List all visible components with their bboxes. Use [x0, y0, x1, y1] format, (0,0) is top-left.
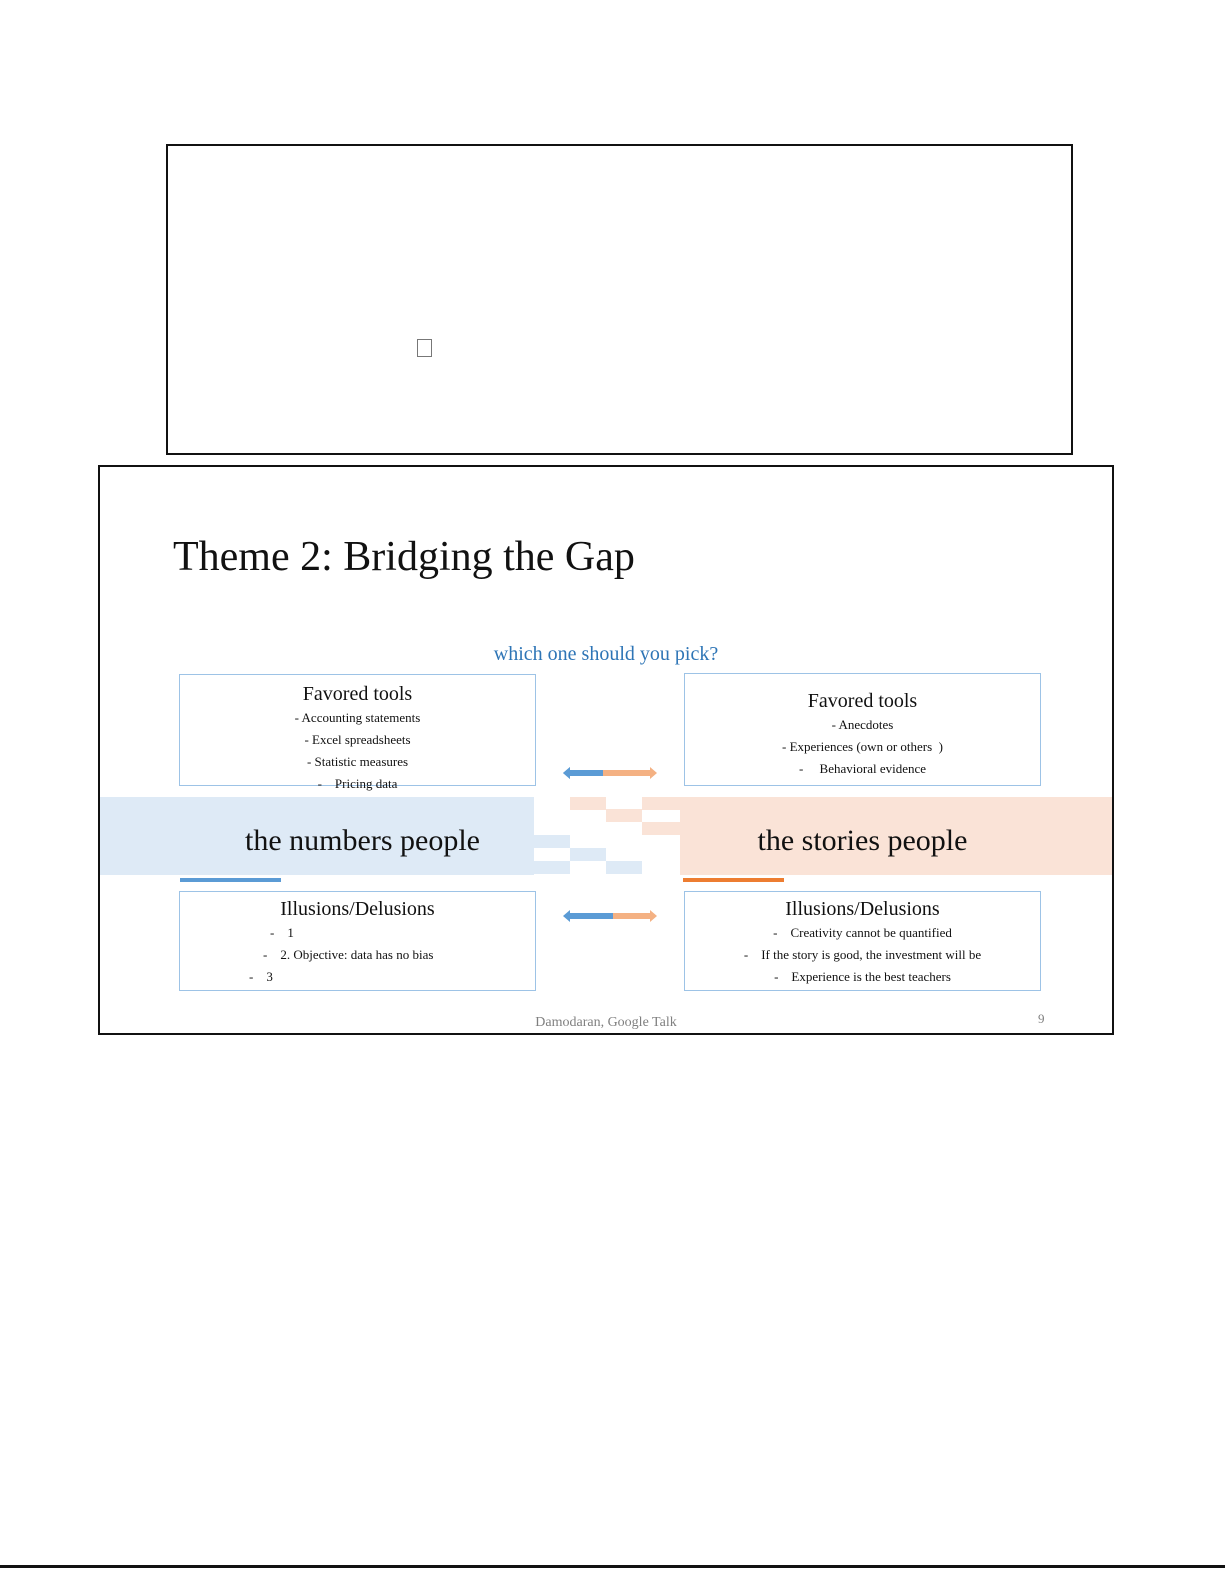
stories-people-label: the stories people [757, 824, 968, 857]
list-item: - Experience is the best teachers [774, 969, 951, 984]
list-item: - Behavioral evidence [798, 761, 927, 776]
illusions-list: - Creativity cannot be quantified - If t… [685, 922, 1040, 988]
list-item: - Anecdotes [831, 717, 894, 732]
slide-footer: Damodaran, Google Talk [535, 1015, 677, 1030]
list-item: - Creativity cannot be quantified [773, 925, 952, 940]
page-number: 9 [1038, 1011, 1045, 1026]
box-title: Favored tools [302, 683, 413, 705]
slide-title: Theme 2: Bridging the Gap [173, 534, 635, 580]
numbers-favored-tools-box: Favored tools - Accounting statements - … [179, 674, 536, 791]
stories-favored-tools-box: Favored tools - Anecdotes - Experiences … [684, 673, 1041, 786]
box-title: Illusions/Delusions [280, 898, 435, 920]
list-item: - 1 [270, 925, 294, 940]
list-item: - Experiences (own or others ) [782, 739, 943, 754]
numbers-people-label: the numbers people [245, 824, 480, 857]
box-title: Favored tools [807, 690, 918, 712]
list-item: - Excel spreadsheets [304, 732, 411, 747]
band-transition [534, 797, 680, 875]
numbers-illusions-box: Illusions/Delusions - 1 - 2. Objective: … [179, 891, 536, 991]
list-item: - Pricing data [317, 776, 398, 791]
top-empty-frame [166, 144, 1073, 455]
missing-glyph-icon [417, 339, 432, 357]
double-arrow-icon [563, 767, 657, 779]
list-item: - 3 [249, 969, 273, 984]
tools-list: - Anecdotes - Experiences (own or others… [685, 714, 1040, 780]
list-item: - If the story is good, the investment w… [743, 947, 982, 962]
tools-list: - Accounting statements - Excel spreadsh… [180, 707, 535, 795]
page-bottom-rule [0, 1565, 1225, 1568]
slide-question: which one should you pick? [493, 643, 719, 665]
slide-frame: Theme 2: Bridging the Gap which one shou… [98, 465, 1114, 1035]
list-item: - Statistic measures [306, 754, 409, 769]
box-title: Illusions/Delusions [785, 898, 940, 920]
numbers-band [100, 797, 534, 875]
stories-band [680, 797, 1112, 875]
double-arrow-icon [563, 910, 657, 922]
numbers-underline [180, 878, 281, 882]
stories-illusions-box: Illusions/Delusions - Creativity cannot … [684, 891, 1041, 991]
stories-underline [683, 878, 784, 882]
list-item: - Accounting statements [294, 710, 421, 725]
list-item: - 2. Objective: data has no bias [263, 947, 434, 962]
illusions-list: - 1 - 2. Objective: data has no bias - 3 [180, 922, 535, 988]
